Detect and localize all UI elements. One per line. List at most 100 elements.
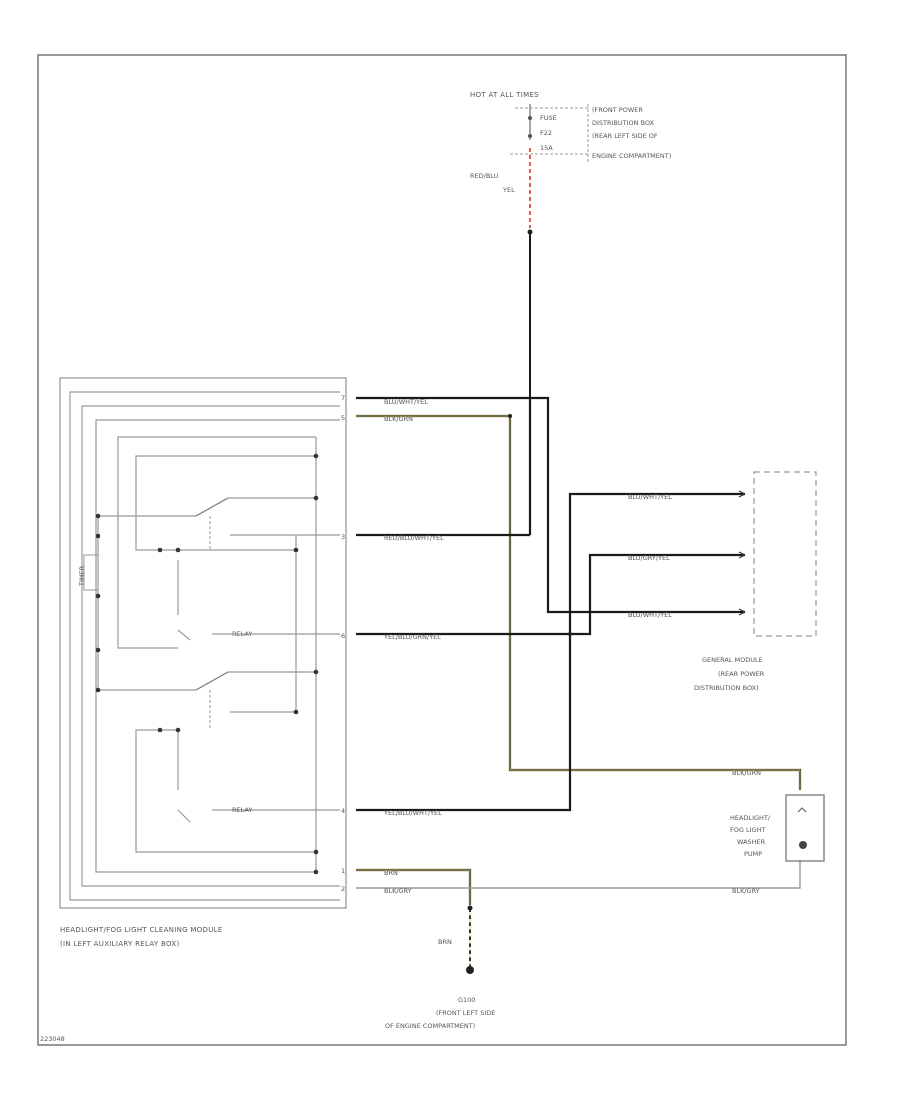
wire-label-pin7: BLU/WHT/YEL [384, 398, 428, 406]
relay2-label: RELAY [232, 806, 252, 814]
pin-number: 5 [341, 414, 345, 422]
ground-name-1: G100 [458, 996, 475, 1004]
connector-arrow [738, 551, 746, 559]
wire-label-pin3: RED/BLU/WHT/YEL [384, 534, 444, 542]
module-dot [313, 669, 319, 675]
module-dot [157, 727, 163, 733]
wire-pin2 [356, 860, 801, 889]
timer-label: TIMER [78, 565, 86, 587]
general-module-outline [753, 471, 817, 637]
module-dot [293, 547, 299, 553]
feed-wire-label-1: RED/BLU [470, 172, 499, 180]
fuse-terminal-bottom [528, 134, 532, 138]
pin-number: 6 [341, 632, 345, 640]
fuse-block: HOT AT ALL TIMES FUSE F22 15A (FRONT POW… [470, 91, 671, 398]
fuse-location-1: (FRONT POWER [592, 106, 643, 114]
module-dot [293, 709, 299, 715]
general-module-name-3: DISTRIBUTION BOX) [694, 684, 759, 692]
module-dot [157, 547, 163, 553]
wire-pin1-tracer [356, 869, 471, 905]
fuse-location-2: DISTRIBUTION BOX [592, 119, 655, 127]
washer-pump: HEADLIGHT/ FOG LIGHT WASHER PUMP [730, 794, 825, 862]
internal-loop-3 [95, 419, 340, 873]
module-dot [95, 513, 101, 519]
module-name-2: (IN LEFT AUXILIARY RELAY BOX) [60, 940, 180, 948]
connector-arrow [738, 490, 746, 498]
relay1-sw [177, 629, 191, 641]
ground-name-2: (FRONT LEFT SIDE [436, 1009, 495, 1017]
diagram-code: 223048 [40, 1035, 65, 1043]
pump-name-2: FOG LIGHT [730, 826, 765, 834]
module-outline [59, 377, 347, 909]
fuse-location-4: ENGINE COMPARTMENT) [592, 152, 671, 160]
connector-arrow [738, 608, 746, 616]
module-dot [95, 687, 101, 693]
internal-loop-1 [69, 391, 340, 901]
pump-motor-icon [799, 841, 807, 849]
module-dot [313, 495, 319, 501]
wire-pin4 [356, 492, 745, 812]
pin-number: 4 [341, 807, 345, 815]
fuse-label: FUSE [540, 114, 557, 122]
outer-frame [37, 54, 847, 1046]
pump-name-3: WASHER [737, 838, 766, 846]
general-module-name-2: (REAR POWER [718, 670, 765, 678]
pump-name-4: PUMP [744, 850, 762, 858]
pump-name-1: HEADLIGHT/ [730, 814, 771, 822]
wire-label-pin4: YEL/BLU/WHT/YEL [383, 809, 442, 817]
module-name-1: HEADLIGHT/FOG LIGHT CLEANING MODULE [60, 926, 223, 934]
module-dot [313, 849, 319, 855]
pin-number: 1 [341, 867, 345, 875]
ground: BRN G100 (FRONT LEFT SIDE OF ENGINE COMP… [385, 905, 495, 1030]
ground-wire-label: BRN [438, 938, 452, 946]
general-module: GENERAL MODULE (REAR POWER DISTRIBUTION … [694, 471, 817, 692]
fuse-terminal-top [528, 116, 532, 120]
internal-loop-5 [135, 455, 316, 551]
wire-pin5 [356, 414, 802, 790]
splice-dot [508, 414, 512, 418]
wire-label-gm-mid: BLU/GRY/YEL [628, 554, 670, 562]
relay1-arm [195, 497, 229, 517]
pin-number: 3 [341, 533, 345, 541]
wire-label-pump-bottom: BLK/GRY [732, 887, 760, 895]
module-dot [175, 547, 181, 553]
wire-pin6 [356, 553, 745, 636]
hot-at-all-times-label: HOT AT ALL TIMES [470, 91, 539, 99]
wire-label-pin2: BLK/GRY [384, 887, 412, 895]
wire-label-pin1: BRN [384, 869, 398, 877]
wire-label-pump-top: BLK/GRN [732, 769, 761, 777]
timer-bracket [83, 554, 98, 591]
relay2-arm [195, 671, 229, 691]
module-dot [95, 593, 101, 599]
relay2-sw [177, 809, 191, 823]
internal-loop-4 [117, 436, 316, 649]
wire-label-gm-bot: BLU/WHT/YEL [628, 611, 672, 619]
wire-pin5-tracer [356, 415, 801, 790]
pump-terminal-symbol [797, 807, 807, 813]
ground-name-3: OF ENGINE COMPARTMENT) [385, 1022, 475, 1030]
internal-loop-6 [135, 729, 316, 853]
general-module-name-1: GENERAL MODULE [702, 656, 763, 664]
fuse-rating: 15A [540, 144, 553, 152]
harness: BLU/WHT/YEL BLK/GRN RED/BLU/WHT/YEL YEL/… [356, 396, 802, 905]
pin-number: 2 [341, 885, 345, 893]
splice-dot [568, 632, 572, 636]
wire-label-gm-top: BLU/WHT/YEL [628, 493, 672, 501]
pin-number: 7 [341, 394, 345, 402]
module-dot [313, 453, 319, 459]
wire-label-pin5: BLK/GRN [384, 415, 413, 423]
module-dot [95, 533, 101, 539]
cleaning-module: HEADLIGHT/FOG LIGHT CLEANING MODULE (IN … [59, 377, 347, 948]
internal-loop-2 [81, 405, 340, 887]
module-dot [175, 727, 181, 733]
fuse-location-3: (REAR LEFT SIDE OF [592, 132, 658, 140]
feed-wire-label-2: YEL [502, 186, 515, 194]
ground-icon [466, 966, 474, 974]
wire-pin7 [356, 396, 745, 614]
module-dot [95, 647, 101, 653]
module-dot [313, 869, 319, 875]
wire-label-pin6: YEL/BLU/GRN/YEL [383, 633, 441, 641]
fuse-number: F22 [540, 129, 552, 137]
pump-body [785, 794, 825, 862]
